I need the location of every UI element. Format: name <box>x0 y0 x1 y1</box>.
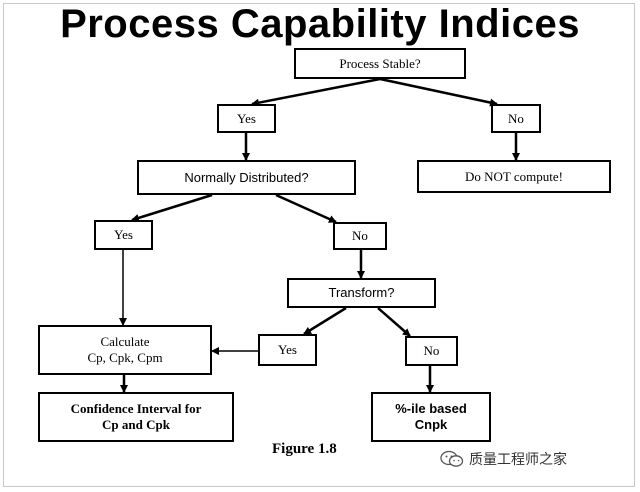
yes-box-3: Yes <box>258 334 317 366</box>
arrow-transform-to-no <box>377 307 411 337</box>
arrow-stable-to-yes <box>251 77 381 107</box>
percentile-based-box: %-ile based Cnpk <box>371 392 491 442</box>
calculate-box: Calculate Cp, Cpk, Cpm <box>38 325 212 375</box>
watermark-text: 质量工程师之家 <box>469 452 567 468</box>
normally-distributed-box: Normally Distributed? <box>137 160 356 195</box>
no-box-2: No <box>333 222 387 250</box>
arrow-normal-to-no <box>275 193 337 224</box>
arrow-normal-to-yes <box>131 193 213 222</box>
arrow-transform-to-yes <box>303 306 347 336</box>
figure-caption: Figure 1.8 <box>272 441 337 457</box>
no-box-3: No <box>405 336 458 366</box>
wechat-icon <box>440 450 464 467</box>
image-frame <box>3 3 635 487</box>
process-stable-box: Process Stable? <box>294 48 466 79</box>
no-box-1: No <box>491 104 541 133</box>
yes-box-2: Yes <box>94 220 153 250</box>
transform-box: Transform? <box>287 278 436 308</box>
arrow-stable-to-no <box>379 77 498 107</box>
yes-box-1: Yes <box>217 104 276 133</box>
do-not-compute-box: Do NOT compute! <box>417 160 611 193</box>
watermark: 质量工程师之家 <box>440 449 567 469</box>
page-title: Process Capability Indices <box>60 2 580 46</box>
confidence-interval-box: Confidence Interval for Cp and Cpk <box>38 392 234 442</box>
